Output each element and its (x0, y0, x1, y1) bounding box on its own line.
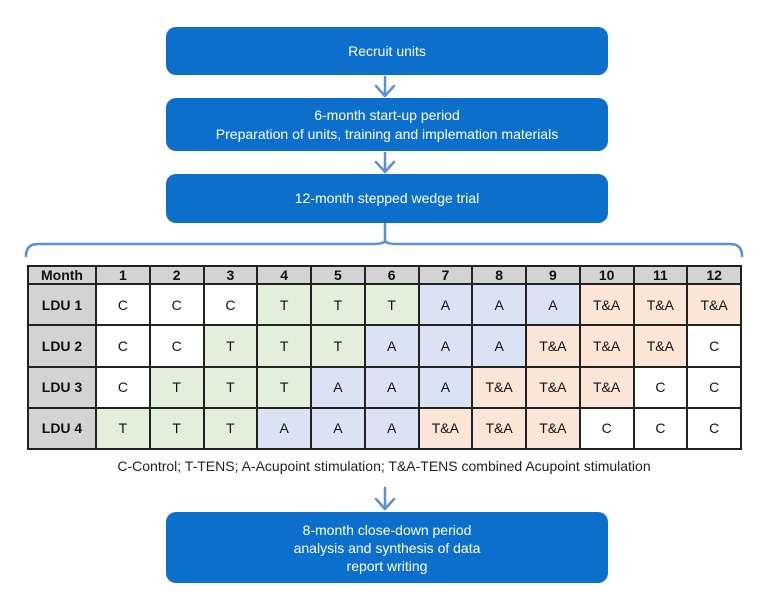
month-column-header: 7 (417, 265, 474, 285)
month-column-header: 6 (363, 265, 420, 285)
arrow-down-icon (374, 75, 396, 98)
table-cell: A (310, 406, 366, 451)
table-cell: T (148, 406, 205, 451)
stepped-wedge-trial-text: 12-month stepped wedge trial (294, 190, 480, 206)
month-header: Month (27, 265, 97, 285)
month-column-header: 4 (256, 265, 312, 285)
table-row: LDU 4 T T T A A A T&A T&A T&A C C C (27, 406, 742, 451)
table-cell: T&A (632, 282, 689, 327)
table-cell: T (95, 406, 151, 451)
table-cell: T (202, 324, 259, 368)
table-row: LDU 1 C C C T T T A A A T&A T&A T&A (27, 282, 742, 327)
stepped-wedge-table: Month 1 2 3 4 5 6 7 8 9 10 11 12 LDU 1 C… (27, 265, 742, 451)
table-cell: C (578, 406, 635, 451)
ldu-row-label: LDU 4 (27, 406, 97, 451)
table-row: LDU 3 C T T T A A A T&A T&A T&A C C (27, 365, 742, 409)
table-cell: T (310, 282, 366, 327)
table-cell: C (632, 365, 689, 409)
table-cell: C (202, 282, 259, 327)
close-down-analysis: analysis and synthesis of data (293, 539, 481, 556)
table-cell: C (686, 324, 742, 368)
month-column-header: 11 (632, 265, 689, 285)
table-cell: T (256, 282, 312, 327)
table-cell: T (256, 324, 312, 368)
table-cell: T (202, 406, 259, 451)
table-cell: A (256, 406, 312, 451)
table-cell: T (202, 365, 259, 409)
arrow-down-icon (374, 486, 396, 511)
table-cell: T&A (686, 282, 742, 327)
ldu-row-label: LDU 3 (27, 365, 97, 409)
close-down-title: 8-month close-down period (302, 521, 472, 538)
table-cell: T&A (525, 365, 581, 409)
table-cell: A (363, 324, 420, 368)
table-cell: A (417, 324, 474, 368)
table-cell: C (148, 282, 205, 327)
table-legend: C-Control; T-TENS; A-Acupoint stimulatio… (117, 458, 651, 474)
month-column-header: 10 (578, 265, 635, 285)
recruit-units-box: Recruit units (166, 27, 608, 75)
table-cell: T (310, 324, 366, 368)
recruit-units-text: Recruit units (348, 42, 426, 59)
month-column-header: 8 (471, 265, 527, 285)
table-cell: T (363, 282, 420, 327)
table-cell: C (95, 365, 151, 409)
month-column-header: 5 (310, 265, 366, 285)
table-cell: T&A (632, 324, 689, 368)
month-column-header: 9 (525, 265, 581, 285)
table-cell: T&A (417, 406, 474, 451)
table-cell: A (363, 406, 420, 451)
month-column-header: 2 (148, 265, 205, 285)
table-cell: A (417, 365, 474, 409)
table-cell: T (256, 365, 312, 409)
table-cell: T&A (471, 365, 527, 409)
table-cell: T (148, 365, 205, 409)
table-cell: C (686, 365, 742, 409)
table-cell: C (632, 406, 689, 451)
table-cell: A (310, 365, 366, 409)
ldu-row-label: LDU 1 (27, 282, 97, 327)
ldu-row-label: LDU 2 (27, 324, 97, 368)
table-cell: A (471, 324, 527, 368)
table-cell: C (95, 282, 151, 327)
table-cell: T&A (578, 324, 635, 368)
table-cell: A (363, 365, 420, 409)
table-header-row: Month 1 2 3 4 5 6 7 8 9 10 11 12 (27, 265, 742, 285)
table-cell: T&A (471, 406, 527, 451)
table-cell: T&A (578, 365, 635, 409)
startup-period-title: 6-month start-up period (314, 106, 460, 123)
close-down-report: report writing (346, 557, 428, 574)
table-cell: A (417, 282, 474, 327)
close-down-period-box: 8-month close-down period analysis and s… (166, 512, 608, 583)
table-row: LDU 2 C C T T T A A A T&A T&A T&A C (27, 324, 742, 368)
table-cell: C (95, 324, 151, 368)
table-cell: A (525, 282, 581, 327)
table-cell: A (471, 282, 527, 327)
startup-period-detail: Preparation of units, training and imple… (215, 125, 559, 142)
table-cell: C (686, 406, 742, 451)
startup-period-box: 6-month start-up period Preparation of u… (166, 98, 608, 151)
month-column-header: 1 (95, 265, 151, 285)
month-column-header: 12 (686, 265, 742, 285)
bracket-brace (24, 222, 744, 258)
arrow-down-icon (374, 151, 396, 174)
table-cell: T&A (525, 406, 581, 451)
table-cell: T&A (578, 282, 635, 327)
month-column-header: 3 (202, 265, 259, 285)
table-cell: T&A (525, 324, 581, 368)
stepped-wedge-trial-box: 12-month stepped wedge trial (166, 174, 608, 223)
table-cell: C (148, 324, 205, 368)
